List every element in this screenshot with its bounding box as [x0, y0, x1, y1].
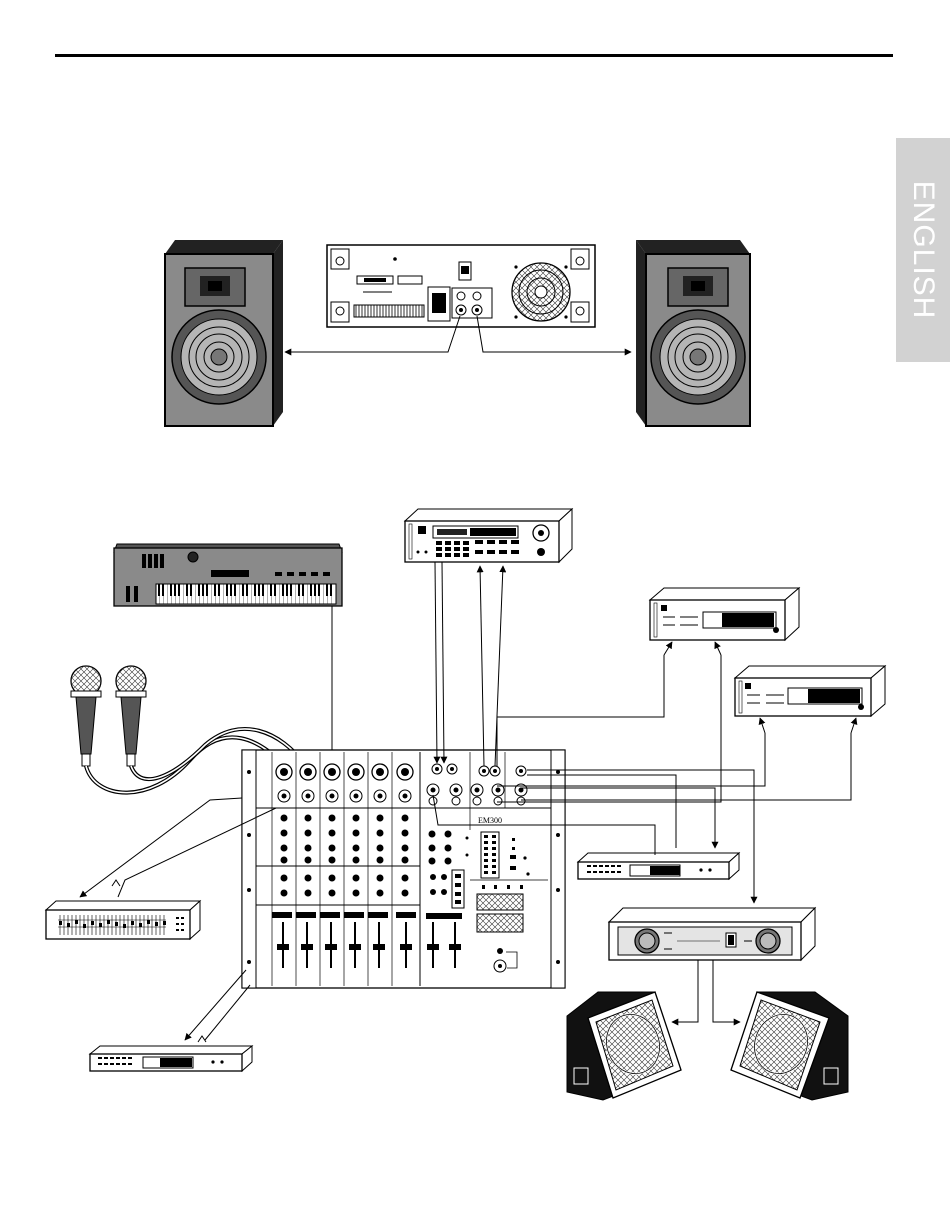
rack-unit-right: [578, 853, 739, 879]
dynamic-microphones: [71, 666, 146, 766]
graphic-equalizer: [46, 901, 200, 939]
stage-monitor-left: [567, 992, 681, 1100]
rack-effect-1: [650, 588, 799, 640]
multi-effects-unit: [405, 509, 572, 562]
mixer-model-label: EM300: [478, 816, 502, 825]
monitor-power-amplifier: [609, 908, 815, 960]
power-amplifier-rear: [327, 245, 595, 327]
rack-effect-2: [735, 666, 885, 716]
main-speaker-left: [165, 240, 283, 426]
stage-monitor-right: [731, 992, 848, 1100]
rack-unit-bottom-left: [90, 1046, 252, 1071]
keyboard-synth: [114, 544, 342, 606]
main-speaker-right: [636, 240, 750, 426]
